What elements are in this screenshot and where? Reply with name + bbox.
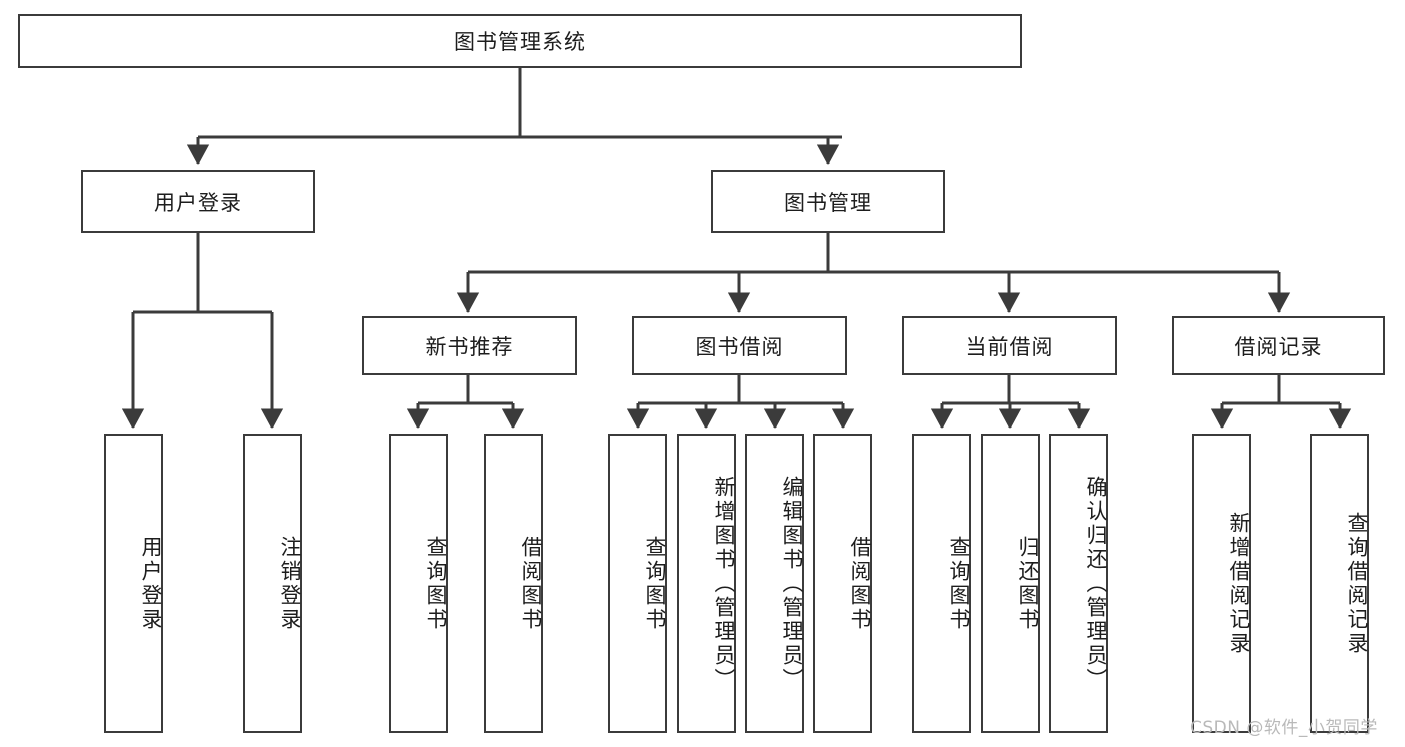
node-leaf-query-book-recommend-label: 查询图书 <box>424 535 448 632</box>
node-leaf-query-book-current-label: 查询图书 <box>947 535 971 632</box>
node-leaf-query-book-current[interactable]: 查询图书 <box>912 434 971 733</box>
node-leaf-return-book[interactable]: 归还图书 <box>981 434 1040 733</box>
node-user-login-label: 用户登录 <box>154 190 242 215</box>
node-current-borrow-label: 当前借阅 <box>965 334 1054 359</box>
node-leaf-add-book-admin-label: 新增图书（管理员） <box>712 475 736 692</box>
node-current-borrow[interactable]: 当前借阅 <box>902 316 1117 375</box>
node-leaf-logout-label: 注销登录 <box>278 535 302 632</box>
node-leaf-query-book-borrow[interactable]: 查询图书 <box>608 434 667 733</box>
node-root[interactable]: 图书管理系统 <box>18 14 1022 68</box>
node-leaf-add-borrow-record[interactable]: 新增借阅记录 <box>1192 434 1251 733</box>
node-leaf-query-borrow-record[interactable]: 查询借阅记录 <box>1310 434 1369 733</box>
node-borrow-record[interactable]: 借阅记录 <box>1172 316 1385 375</box>
node-leaf-edit-book-admin-label: 编辑图书（管理员） <box>780 475 804 692</box>
node-book-borrow[interactable]: 图书借阅 <box>632 316 847 375</box>
node-leaf-user-login-label: 用户登录 <box>139 535 163 632</box>
node-leaf-confirm-return-admin-label: 确认归还（管理员） <box>1084 475 1108 692</box>
node-book-manage-label: 图书管理 <box>784 190 872 215</box>
node-leaf-add-book-admin[interactable]: 新增图书（管理员） <box>677 434 736 733</box>
node-leaf-query-book-recommend[interactable]: 查询图书 <box>389 434 448 733</box>
node-leaf-query-book-borrow-label: 查询图书 <box>643 535 667 632</box>
node-borrow-record-label: 借阅记录 <box>1234 334 1323 359</box>
node-leaf-borrow-book-label: 借阅图书 <box>848 535 872 632</box>
node-book-manage[interactable]: 图书管理 <box>711 170 945 233</box>
node-leaf-query-borrow-record-label: 查询借阅记录 <box>1345 511 1369 656</box>
node-user-login[interactable]: 用户登录 <box>81 170 315 233</box>
node-leaf-borrow-book[interactable]: 借阅图书 <box>813 434 872 733</box>
node-leaf-add-borrow-record-label: 新增借阅记录 <box>1227 511 1251 656</box>
node-leaf-logout[interactable]: 注销登录 <box>243 434 302 733</box>
node-new-book-recommend-label: 新书推荐 <box>425 334 514 359</box>
node-leaf-return-book-label: 归还图书 <box>1016 535 1040 632</box>
node-leaf-confirm-return-admin[interactable]: 确认归还（管理员） <box>1049 434 1108 733</box>
node-new-book-recommend[interactable]: 新书推荐 <box>362 316 577 375</box>
node-leaf-borrow-book-recommend[interactable]: 借阅图书 <box>484 434 543 733</box>
node-root-label: 图书管理系统 <box>454 30 586 54</box>
node-leaf-edit-book-admin[interactable]: 编辑图书（管理员） <box>745 434 804 733</box>
node-book-borrow-label: 图书借阅 <box>695 334 784 359</box>
node-leaf-borrow-book-recommend-label: 借阅图书 <box>519 535 543 632</box>
node-leaf-user-login[interactable]: 用户登录 <box>104 434 163 733</box>
